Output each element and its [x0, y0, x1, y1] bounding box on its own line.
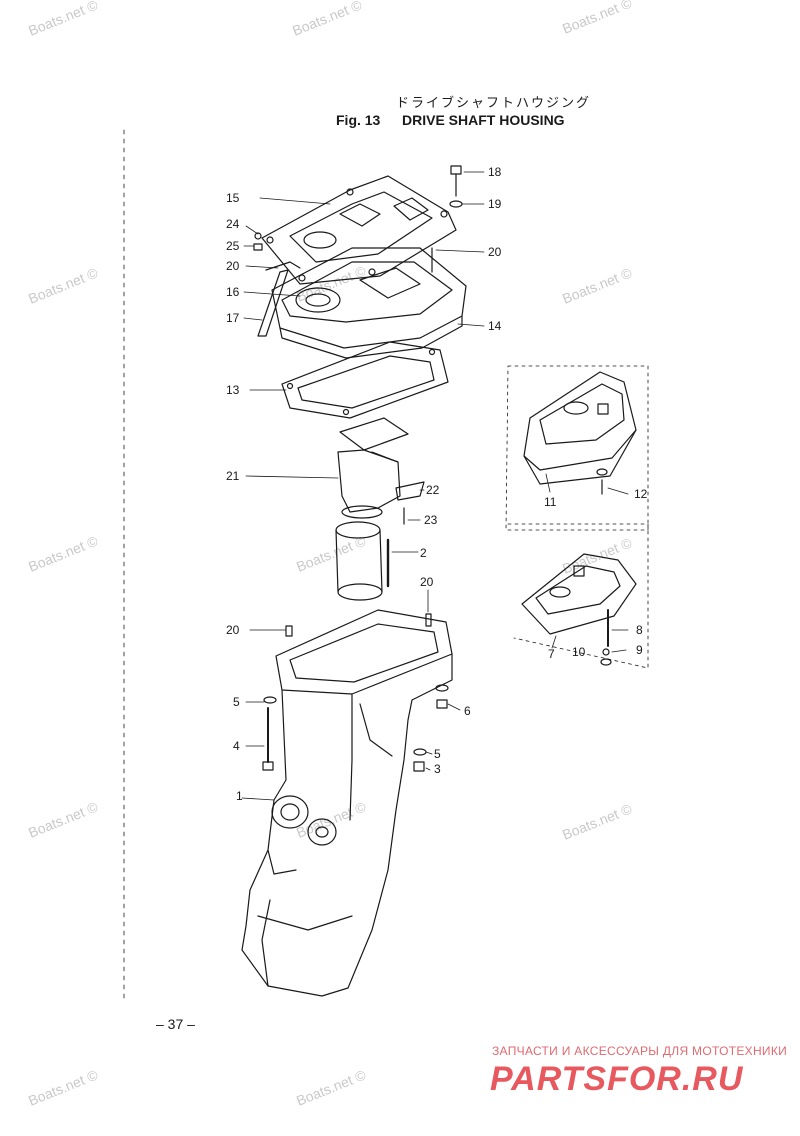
callout-label: 14 [488, 319, 502, 333]
callout-label: 1 [236, 789, 243, 803]
callout-label: 4 [233, 739, 240, 753]
drive-shaft-housing-part [241, 609, 453, 997]
callout-label: 12 [634, 487, 648, 501]
footer-tagline: ЗАПЧАСТИ И АКСЕССУАРЫ ДЛЯ МОТОТЕХНИКИ [492, 1044, 788, 1058]
variant-group-box [505, 365, 649, 531]
callout-label: 3 [434, 762, 441, 776]
figure-number: Fig. 13 [336, 112, 381, 128]
callout-label: 11 [544, 495, 557, 509]
bracket-part [395, 481, 425, 501]
washer-part [602, 648, 610, 656]
nut-part [413, 761, 425, 772]
gasket-top-part [261, 175, 457, 285]
exhaust-pipe-part [337, 417, 409, 519]
washer-part [263, 696, 277, 704]
figure-title-japanese: ドライブシャフトハウジング [396, 96, 592, 111]
callout-label: 9 [636, 643, 643, 657]
callout-label: 20 [420, 575, 434, 589]
callout-label: 2 [420, 546, 427, 560]
upper-cover-part [271, 247, 467, 359]
gasket-lower-part [281, 341, 449, 419]
callout-label: 24 [226, 217, 240, 231]
callout-label: 6 [464, 704, 471, 718]
callout-label: 18 [488, 165, 502, 179]
callout-label: 20 [488, 245, 502, 259]
alt-cover-part [521, 553, 637, 635]
callout-label: 5 [434, 747, 441, 761]
page-number: – 37 – [156, 1016, 195, 1032]
callout-label: 20 [226, 259, 240, 273]
pin-part [425, 613, 432, 627]
washer-part [435, 684, 449, 692]
nut-part [600, 658, 612, 666]
callout-label: 10 [572, 645, 586, 659]
nut-part [253, 243, 263, 251]
callout-label: 15 [226, 191, 240, 205]
pin-part [285, 625, 293, 637]
callout-label: 19 [488, 197, 502, 211]
cylinder-part [335, 521, 383, 601]
bolt-part [596, 468, 608, 495]
bolt-part [449, 165, 463, 208]
callout-label: 25 [226, 239, 240, 253]
leader-lines [241, 171, 629, 801]
callout-label: 13 [226, 383, 240, 397]
callout-label: 16 [226, 285, 240, 299]
partsfor-logo: PARTSFOR.RU [490, 1060, 744, 1098]
callout-label: 5 [233, 695, 240, 709]
figure-title: DRIVE SHAFT HOUSING [402, 112, 565, 128]
callout-label: 7 [548, 647, 555, 661]
callout-label: 17 [226, 311, 240, 325]
variant-group-box [507, 523, 649, 669]
bolt-part [254, 232, 262, 240]
tube-part [257, 269, 289, 337]
bolt-part [262, 707, 274, 771]
callout-label: 22 [426, 483, 440, 497]
alt-cover-part [523, 371, 637, 485]
washer-part [413, 748, 427, 756]
bolt-part [436, 699, 448, 709]
hose-part [265, 261, 301, 271]
callout-label: 8 [636, 623, 643, 637]
callout-label: 20 [226, 623, 240, 637]
logo-text: PARTSFOR.RU [490, 1060, 744, 1098]
callout-label: 21 [226, 469, 240, 483]
callout-label: 23 [424, 513, 438, 527]
